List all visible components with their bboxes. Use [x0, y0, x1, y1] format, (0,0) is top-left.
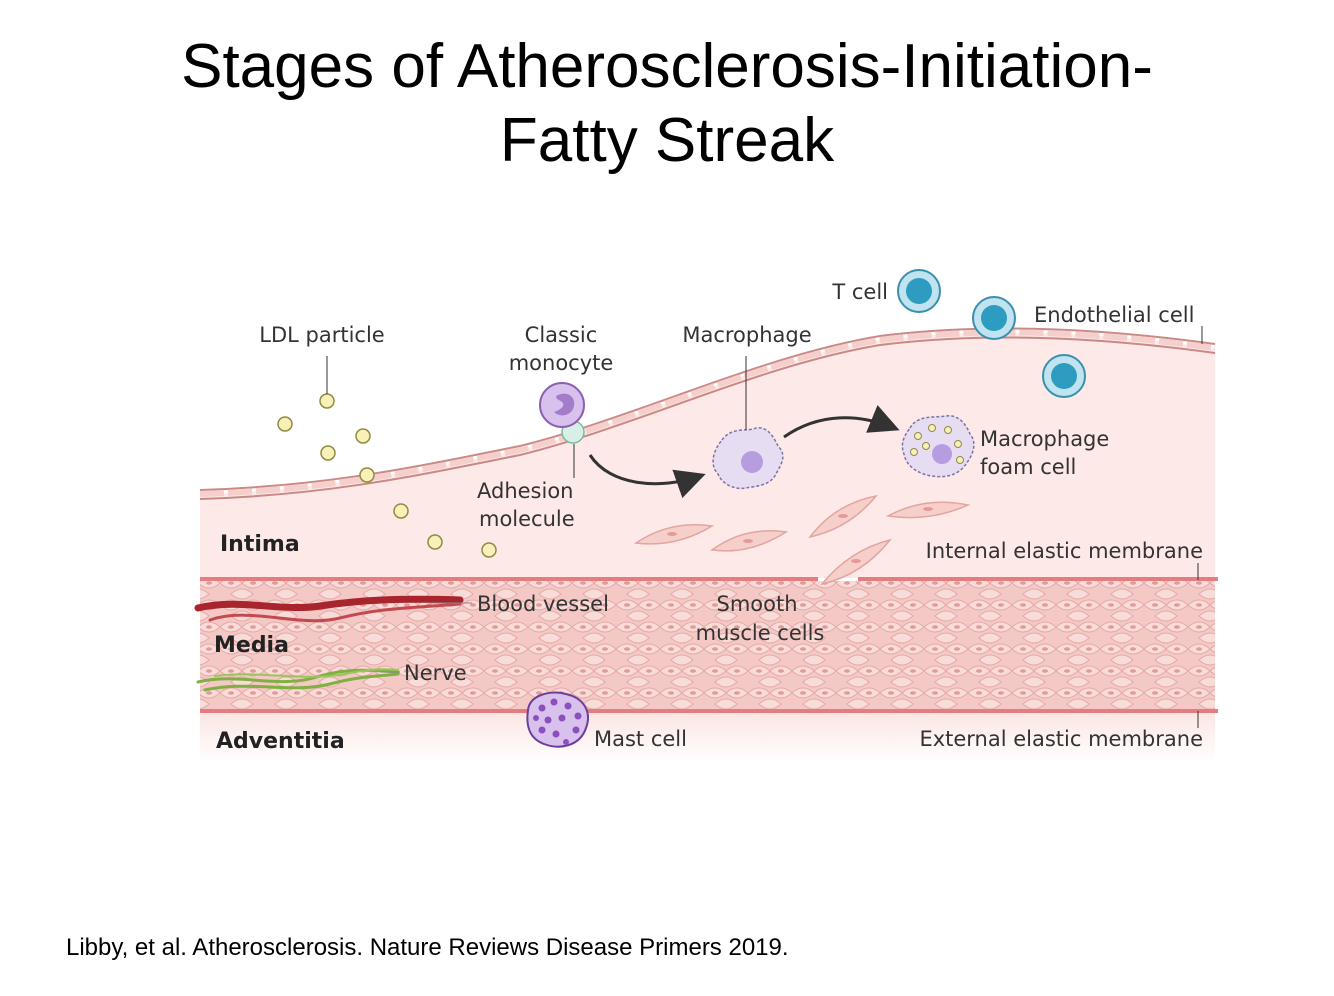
adventitia-layer-label: Adventitia [216, 729, 345, 754]
media-layer-label: Media [214, 633, 289, 658]
mast-cell-label: Mast cell [594, 727, 687, 751]
blood-vessel [194, 595, 464, 623]
slide-title: Stages of Atherosclerosis-Initiation- Fa… [0, 30, 1334, 178]
foam-cell-nucleus [932, 444, 952, 464]
monocyte-nucleus [554, 393, 575, 416]
title-line-1: Stages of Atherosclerosis-Initiation- [181, 32, 1153, 101]
citation: Libby, et al. Atherosclerosis. Nature Re… [66, 934, 789, 961]
endothelium-inner [199, 336, 1216, 500]
ldl-particle-label: LDL particle [259, 323, 384, 347]
classic-monocyte [539, 382, 585, 428]
macrophage-label: Macrophage [682, 323, 811, 347]
ldl-particle [319, 393, 335, 409]
intima-tissue [200, 332, 1215, 578]
title-line-2: Fatty Streak [499, 106, 835, 175]
foam-cell-label-line2: foam cell [980, 455, 1076, 479]
intima-layer-label: Intima [220, 532, 300, 557]
endothelial-cell-label: Endothelial cell [1034, 303, 1194, 327]
classic-monocyte-label-line2: monocyte [509, 351, 614, 375]
smooth-muscle-label-line1: Smooth [716, 592, 797, 616]
migrating-smooth-muscle-cells [633, 494, 971, 586]
macrophage-nucleus [741, 451, 763, 473]
foam-cell-lipid-droplets [910, 424, 964, 464]
nerve-label: Nerve [404, 661, 467, 685]
internal-elastic-membrane-label: Internal elastic membrane [926, 539, 1203, 563]
ldl-particle [355, 428, 371, 444]
foam-cell-label-line1: Macrophage [980, 427, 1109, 451]
t-cell-label: T cell [831, 280, 888, 304]
nerve [196, 668, 400, 692]
ldl-particle [320, 445, 336, 461]
blood-vessel-label: Blood vessel [477, 592, 609, 616]
monocyte-to-macrophage-arrow [588, 454, 706, 499]
ldl-particle [427, 534, 443, 550]
adhesion-molecule-label-line1: Adhesion [477, 479, 574, 503]
ldl-particle [481, 542, 497, 558]
ldl-particle [393, 503, 409, 519]
ldl-particle [277, 416, 293, 432]
smooth-muscle-label-line2: muscle cells [696, 621, 825, 645]
ldl-particles [277, 393, 497, 558]
t-cell [897, 269, 941, 313]
adventitia-tissue [200, 713, 1215, 763]
external-elastic-membrane-label: External elastic membrane [919, 727, 1203, 751]
t-cell [972, 296, 1016, 340]
adhesion-molecule-label-line2: molecule [479, 507, 575, 531]
mast-cell-granules [533, 698, 582, 745]
t-cells [897, 269, 1086, 398]
ldl-particle [359, 467, 375, 483]
t-cell [1042, 354, 1086, 398]
macrophage-to-foam-cell-arrow [783, 404, 900, 439]
classic-monocyte-label-line1: Classic [525, 323, 598, 347]
